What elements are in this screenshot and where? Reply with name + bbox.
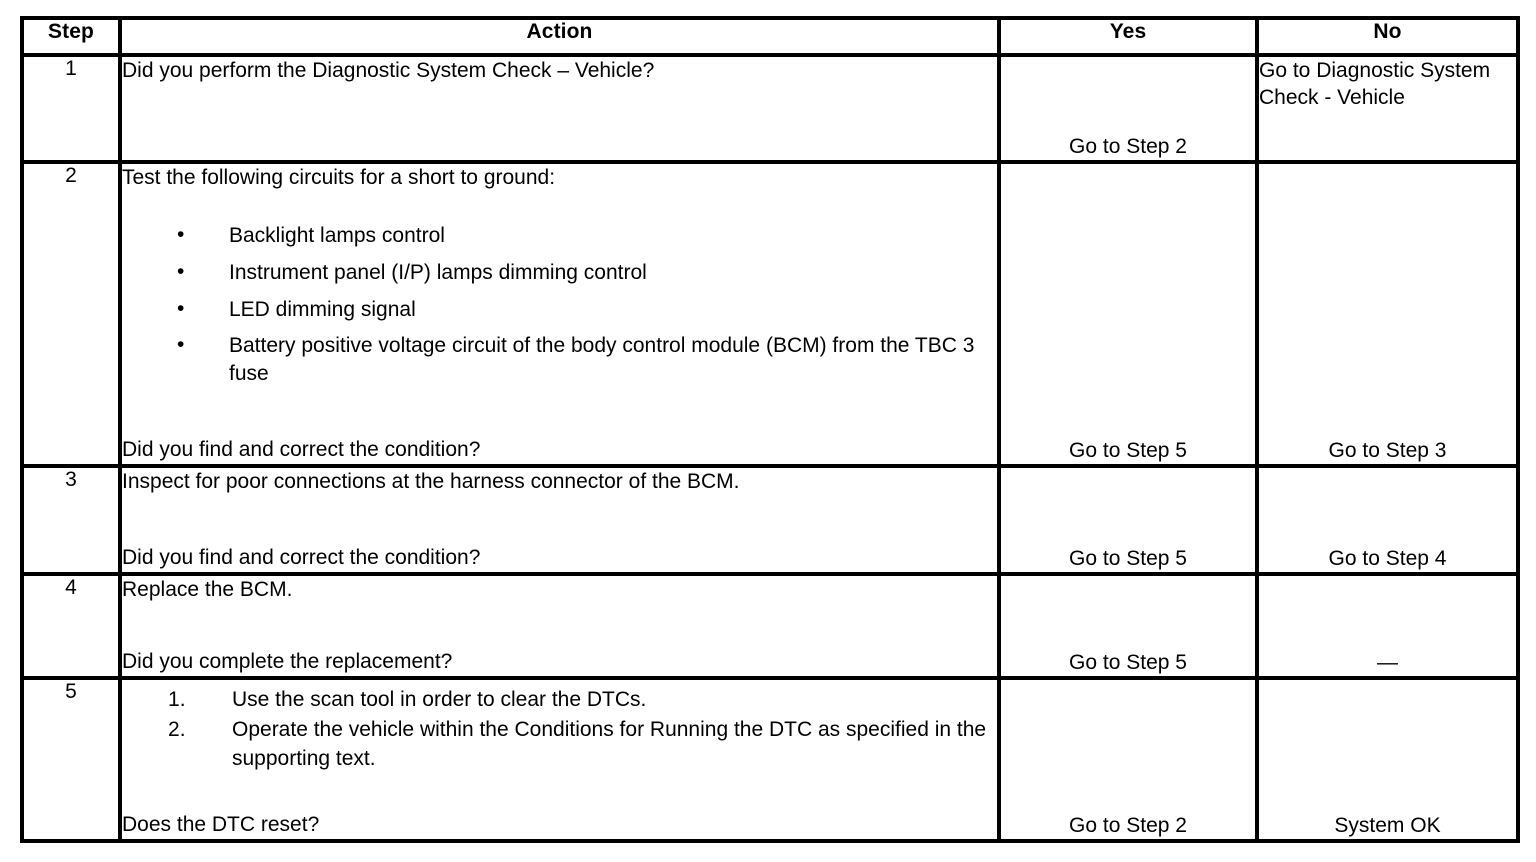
action-lead-text: Replace the BCM. [122, 578, 293, 601]
yes-cell: Go to Step 5 [997, 464, 1259, 576]
action-lead-text: Inspect for poor connections at the harn… [122, 470, 740, 493]
action-question-text: Did you find and correct the condition? [122, 546, 481, 570]
yes-value: Go to Step 2 [1069, 813, 1187, 837]
yes-cell: Go to Step 5 [997, 160, 1259, 468]
step-number: 3 [20, 464, 122, 576]
yes-value: Go to Step 2 [1069, 134, 1187, 158]
table-row: 4 Replace the BCM. Did you complete the … [20, 572, 1520, 680]
yes-value: Go to Step 5 [1069, 546, 1187, 570]
column-header-step: Step [20, 16, 122, 57]
action-lead-text: Test the following circuits for a short … [122, 166, 556, 189]
list-item: Battery positive voltage circuit of the … [122, 331, 997, 388]
yes-cell: Go to Step 5 [997, 572, 1259, 680]
column-header-action: Action [118, 16, 1001, 57]
action-cell: Replace the BCM. Did you complete the re… [118, 572, 1001, 680]
action-cell: Inspect for poor connections at the harn… [118, 464, 1001, 576]
no-cell: — [1255, 572, 1520, 680]
step-number: 4 [20, 572, 122, 680]
table-row: 1 Did you perform the Diagnostic System … [20, 53, 1520, 164]
table-body: 1 Did you perform the Diagnostic System … [20, 53, 1520, 843]
action-cell: Use the scan tool in order to clear the … [118, 676, 1001, 843]
no-value: — [1377, 650, 1398, 674]
list-item: Backlight lamps control [122, 221, 997, 250]
no-cell: System OK [1255, 676, 1520, 843]
diagnostic-procedure-table: Step Action Yes No 1 Did you perform the… [20, 16, 1520, 843]
yes-cell: Go to Step 2 [997, 53, 1259, 164]
list-item: Instrument panel (I/P) lamps dimming con… [122, 258, 997, 287]
no-value: System OK [1334, 813, 1441, 837]
table-row: 2 Test the following circuits for a shor… [20, 160, 1520, 468]
action-cell: Did you perform the Diagnostic System Ch… [118, 53, 1001, 164]
no-value: Go to Diagnostic System Check - Vehicle [1259, 59, 1491, 110]
table-header: Step Action Yes No [20, 16, 1520, 57]
no-cell: Go to Diagnostic System Check - Vehicle [1255, 53, 1520, 164]
list-item: Use the scan tool in order to clear the … [168, 686, 647, 715]
header-row: Step Action Yes No [20, 16, 1520, 57]
list-item: LED dimming signal [122, 295, 997, 324]
table-row: 3 Inspect for poor connections at the ha… [20, 464, 1520, 576]
list-item: Operate the vehicle within the Condition… [168, 716, 987, 770]
action-question-text: Does the DTC reset? [122, 813, 320, 837]
action-question-text: Did you complete the replacement? [122, 650, 453, 674]
no-value: Go to Step 4 [1328, 546, 1447, 570]
action-question-text: Did you find and correct the condition? [122, 438, 481, 462]
step-number: 5 [20, 676, 122, 843]
yes-value: Go to Step 5 [1069, 438, 1187, 462]
yes-value: Go to Step 5 [1069, 650, 1187, 674]
column-header-yes: Yes [997, 16, 1259, 57]
yes-cell: Go to Step 2 [997, 676, 1259, 843]
action-numbered-list: Use the scan tool in order to clear the … [122, 686, 997, 775]
no-cell: Go to Step 4 [1255, 464, 1520, 576]
table-row: 5 Use the scan tool in order to clear th… [20, 676, 1520, 843]
step-number: 1 [20, 53, 122, 164]
action-bullet-list: Backlight lamps control Instrument panel… [122, 221, 997, 398]
no-cell: Go to Step 3 [1255, 160, 1520, 468]
column-header-no: No [1255, 16, 1520, 57]
no-value: Go to Step 3 [1328, 438, 1447, 462]
action-lead-text: Did you perform the Diagnostic System Ch… [122, 59, 655, 82]
step-number: 2 [20, 160, 122, 468]
action-cell: Test the following circuits for a short … [118, 160, 1001, 468]
